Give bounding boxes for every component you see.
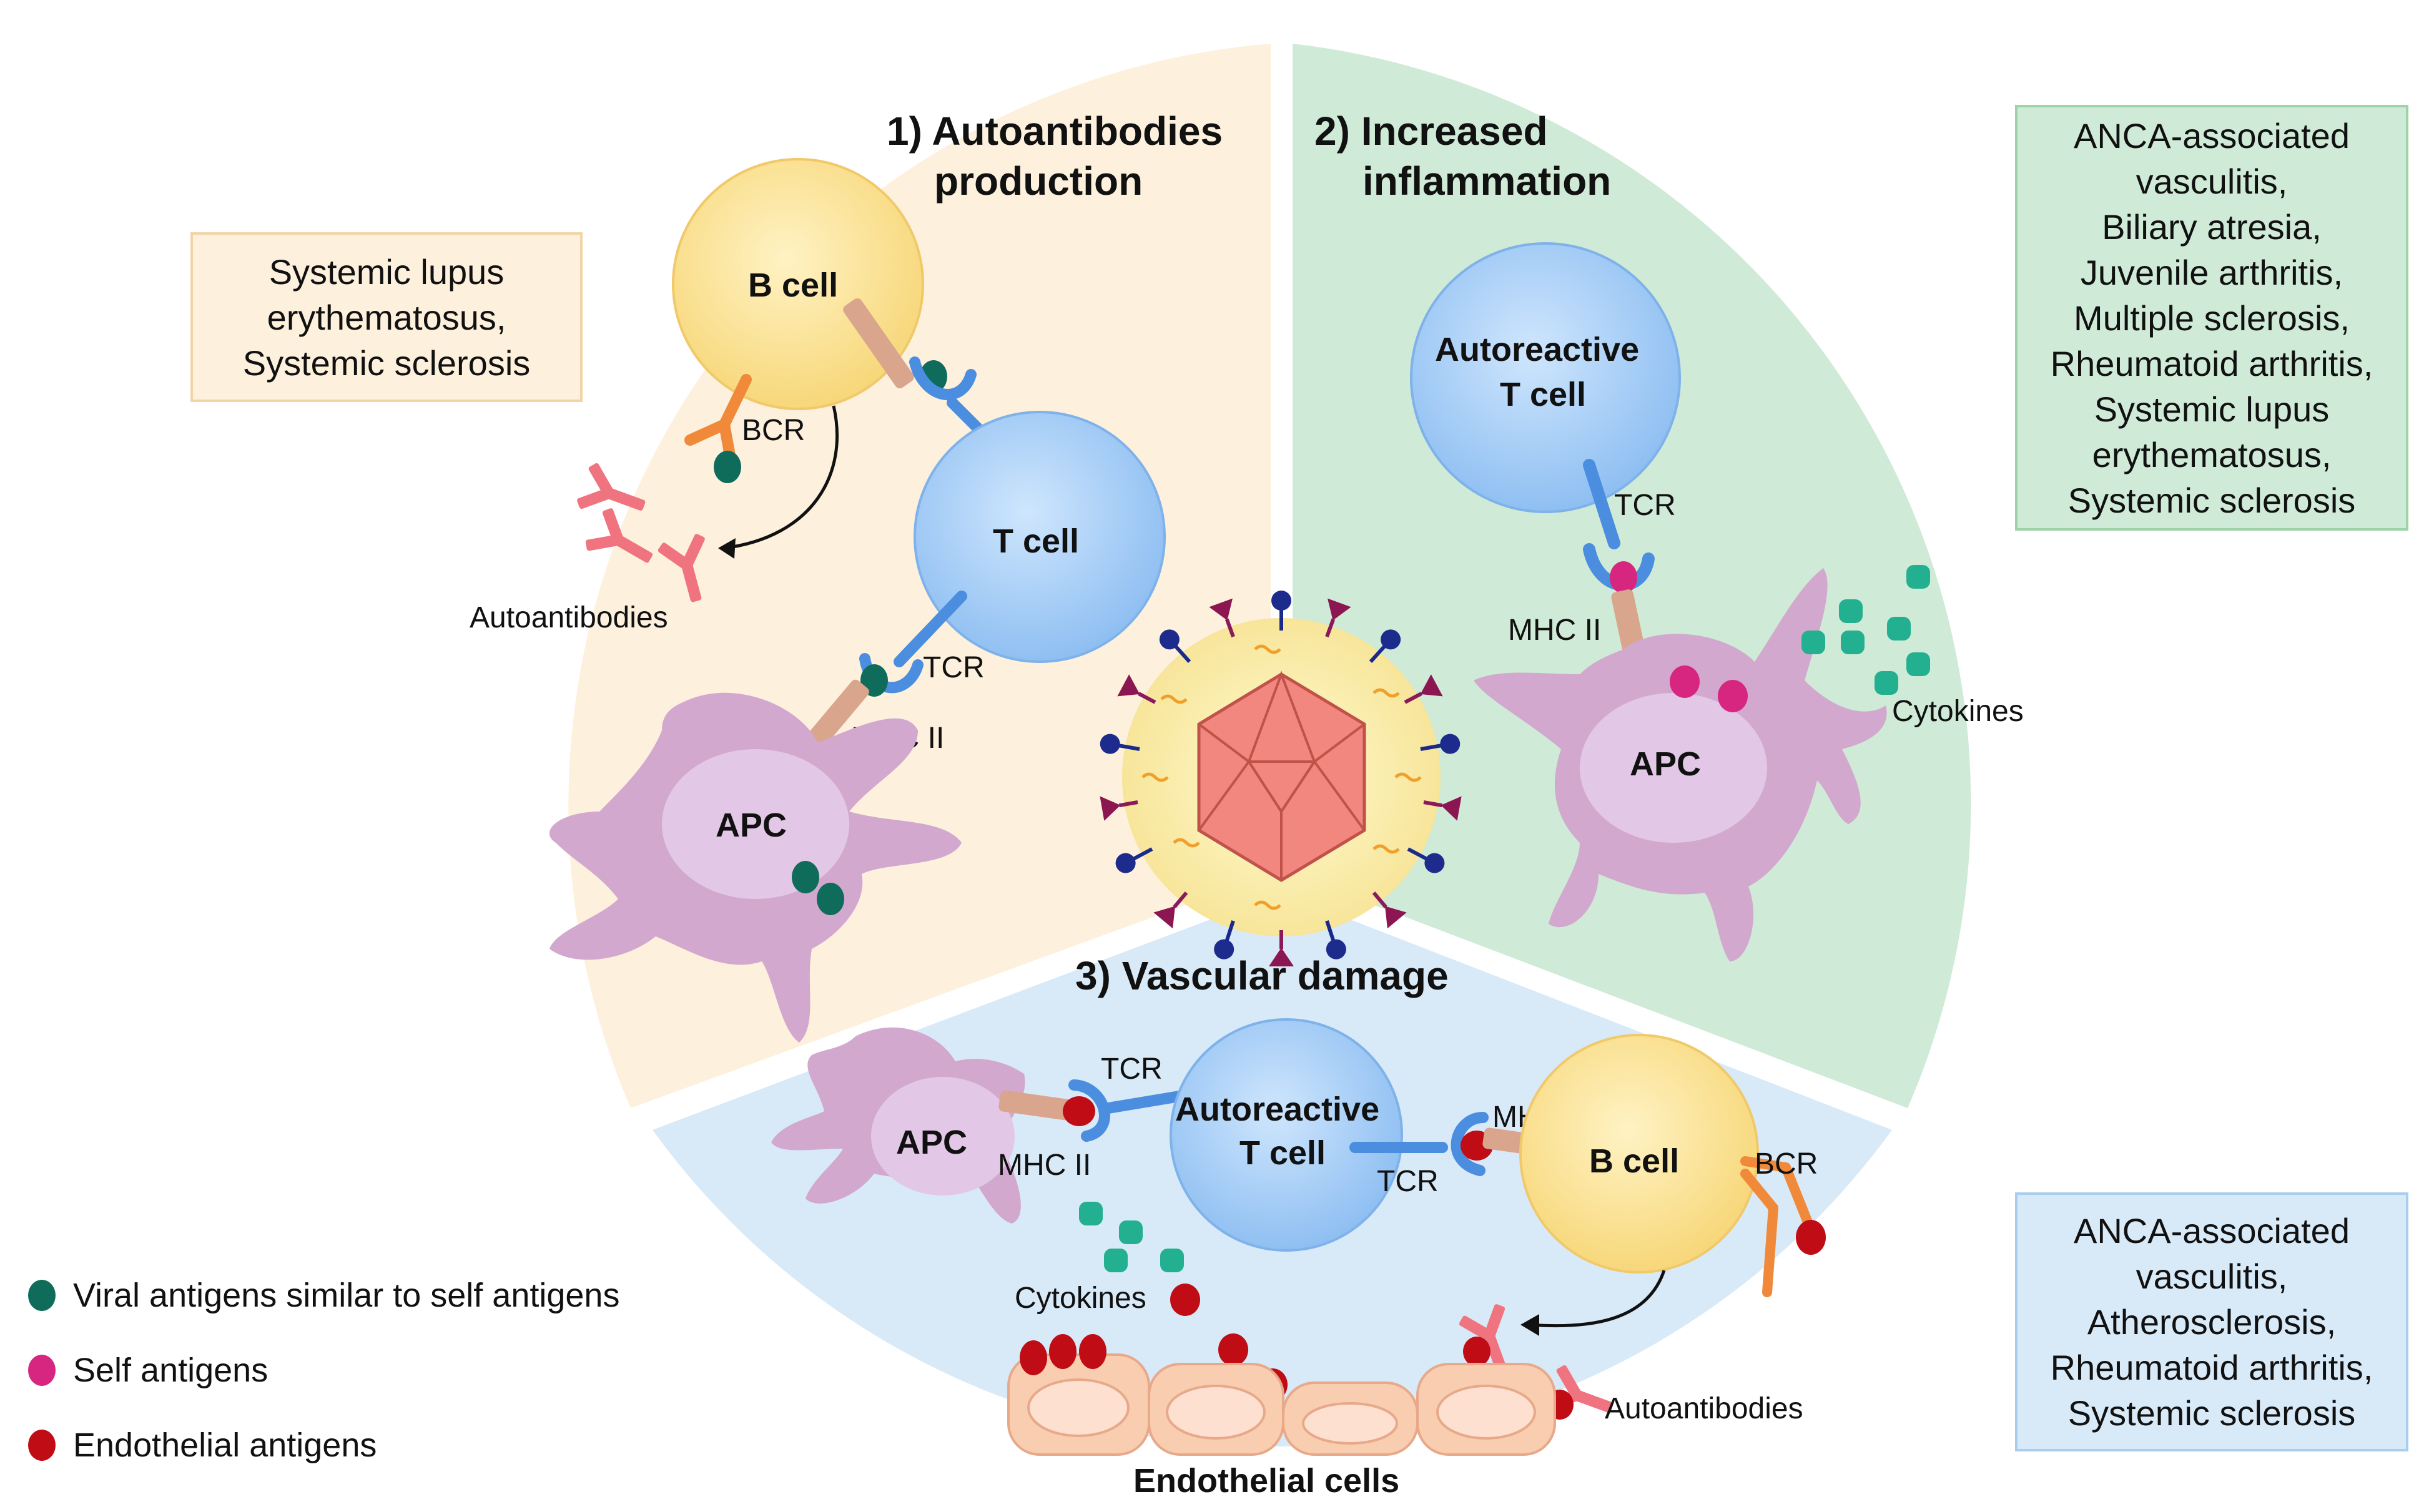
legend-item-viral: Viral antigens similar to self antigens [28,1258,619,1333]
endothelial-cells [1007,1353,1556,1456]
disease-box-section1: Systemic lupus erythematosus, Systemic s… [190,232,583,402]
autoreactive-t-cell-2 [1410,242,1681,513]
bcr-label-3: BCR [1755,1147,1818,1181]
arrow-to-autoantibodies-3 [1529,1270,1666,1328]
endothelial-cells-label: Endothelial cells [1133,1462,1399,1500]
viral-antigen-apc-1b [817,883,844,915]
self-antigen-apc-2b [1718,680,1748,712]
disease-2-line-1: ANCA-associated [2074,115,2350,155]
apc-3-nucleus [871,1077,1015,1195]
disease-3-line-1: ANCA-associated [2074,1211,2350,1250]
disease-3-line-5: Systemic sclerosis [2067,1393,2356,1433]
arrow-head-1 [718,538,736,559]
section3-title: 3) Vascular damage [1075,953,1449,998]
self-antigen-tcr-2 [1610,561,1637,594]
tcr-label-3-left: TCR [1101,1053,1163,1086]
legend: Viral antigens similar to self antigens … [28,1258,619,1483]
apc-3-label: APC [896,1124,967,1161]
autoreactive-t-cell-3 [1170,1018,1403,1252]
disease-2-line-3: Biliary atresia, [2102,207,2322,247]
b-cell-1 [672,158,924,410]
cytokines-3 [1079,1202,1184,1272]
disease-2-line-5: Multiple sclerosis, [2074,298,2350,338]
autoantibodies-label-1: Autoantibodies [470,601,668,634]
section1-title-line2: production [934,159,1143,204]
self-antigen-apc-2a [1670,665,1700,698]
disease-2-line-9: Systemic sclerosis [2067,480,2356,520]
disease-2-line-4: Juvenile arthritis, [2080,252,2343,292]
section1-title-line1: 1) Autoantibodies [887,109,1223,154]
disease-box-section3: ANCA-associated vasculitis, Atherosclero… [2015,1192,2408,1451]
disease-2-line-7: Systemic lupus [2094,389,2330,429]
disease-2-line-2: vasculitis, [2136,161,2288,201]
mhc-label-3-left: MHC II [998,1149,1091,1182]
mhc-label-2: MHC II [1508,614,1601,647]
apc-2-nucleus [1580,693,1767,843]
b-cell-3 [1519,1034,1759,1274]
t-cell-2-label-line2: T cell [1500,376,1586,413]
legend-label-viral: Viral antigens similar to self antigens [73,1277,620,1314]
arrow-to-autoantibodies-1 [724,405,839,550]
legend-label-endothelial: Endothelial antigens [73,1426,377,1464]
cytokines-label-2: Cytokines [1892,695,2024,728]
b-cell-1-label: B cell [748,267,838,304]
virus [1098,591,1462,966]
legend-item-self: Self antigens [28,1333,619,1408]
legend-label-self: Self antigens [73,1352,269,1389]
t-cell-2-label-line1: Autoreactive [1435,331,1639,368]
legend-dot-self [28,1355,56,1386]
apc-2-label: APC [1630,745,1701,783]
endothelial-antigen-3a [1063,1096,1095,1126]
t-cell-1-label: T cell [993,523,1079,560]
disease-3-line-3: Atherosclerosis, [2087,1302,2337,1342]
t-cell-3-label-line2: T cell [1239,1134,1326,1172]
legend-item-endothelial: Endothelial antigens [28,1408,619,1483]
tcr-label-2: TCR [1614,489,1676,522]
cytokines-2 [1801,565,1930,695]
bcr-label-1: BCR [742,414,805,447]
disease-2-line-6: Rheumatoid arthritis, [2050,343,2373,383]
viral-antigen-apc-1a [792,861,819,893]
disease-2-line-8: erythematosus, [2092,434,2332,474]
mhc-b-t [843,298,914,389]
disease-box-section2: ANCA-associated vasculitis, Biliary atre… [2015,105,2408,531]
section2-title-line1: 2) Increased [1314,109,1548,154]
legend-dot-endothelial [28,1430,56,1461]
tcr-3-right [1349,1112,1489,1176]
disease-1-line-2: erythematosus, [267,297,506,337]
disease-3-line-2: vasculitis, [2136,1257,2288,1296]
tcr-label-3-right: TCR [1377,1165,1439,1198]
tcr-3-left [1068,1079,1189,1142]
surface-endothelial-antigens [1020,1334,1106,1375]
endothelial-antigen-bcr-3 [1796,1220,1826,1255]
b-cell-3-label: B cell [1589,1142,1679,1180]
t-cell-1 [914,411,1166,663]
section2-title-line2: inflammation [1362,159,1611,204]
tcr-label-1: TCR [923,651,985,684]
viral-antigen-bcr [714,451,741,483]
mhc-t-apc [799,679,869,759]
legend-dot-viral [28,1280,56,1311]
autoantibodies-label-3: Autoantibodies [1605,1392,1803,1425]
bcr-receptor-3 [1740,1156,1816,1297]
arrow-head-3 [1520,1314,1539,1336]
apc-1-label: APC [716,807,787,844]
cytokines-label-3: Cytokines [1015,1282,1146,1315]
disease-1-line-1: Systemic lupus [269,252,505,292]
t-cell-3-label-line1: Autoreactive [1175,1091,1379,1128]
disease-1-line-3: Systemic sclerosis [242,343,531,383]
endothelial-antigen-bound-3a [1463,1337,1490,1367]
disease-3-line-4: Rheumatoid arthritis, [2050,1348,2373,1387]
